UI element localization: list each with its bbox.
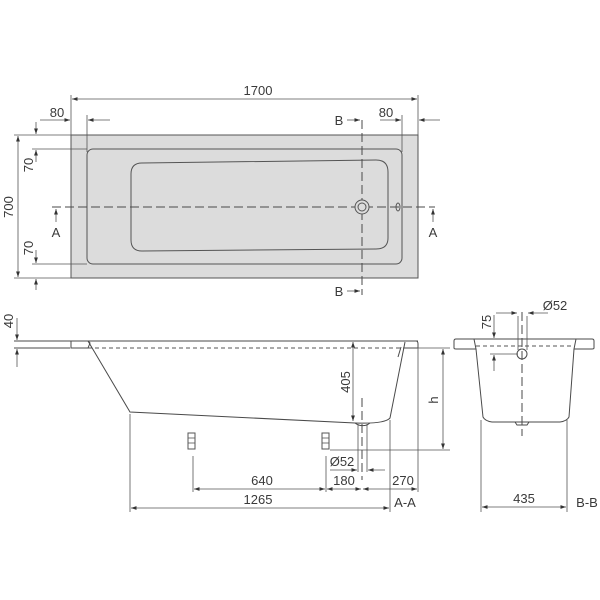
- foot-icon: [187, 432, 196, 450]
- section-b-marker-top: B: [335, 113, 344, 128]
- tub-basin: [130, 159, 389, 252]
- section-a-marker-right: A: [429, 225, 438, 240]
- top-view: 1700 80 80 700 70 70 A A B B: [1, 83, 440, 299]
- drain-icon: [354, 199, 370, 215]
- section-b-marker-bottom: B: [335, 284, 344, 299]
- waste-to-end-dimension: 270: [392, 473, 414, 488]
- section-a-view: 40 405 h Ø52 640 180 270 1265 A-: [1, 314, 450, 512]
- rim-right-dimension: 80: [379, 105, 393, 120]
- overflow-diameter-dimension: Ø52: [543, 298, 568, 313]
- section-a-label: A-A: [394, 495, 416, 510]
- section-b-label: B-B: [576, 495, 598, 510]
- section-b-view: Ø52 75 435 B-B: [453, 298, 598, 512]
- overflow-icon: [395, 202, 401, 212]
- length-dimension: 1700: [244, 83, 273, 98]
- width-dimension: 700: [1, 196, 16, 218]
- rim-top-dimension: 70: [21, 158, 36, 172]
- tub-cross-profile: [475, 348, 575, 423]
- base-length-dimension: 1265: [244, 492, 273, 507]
- rim-left-dimension: 80: [50, 105, 64, 120]
- foot-spacing-dimension: 640: [251, 473, 273, 488]
- waste-diameter-dimension: Ø52: [330, 454, 355, 469]
- rim-thickness-dimension: 40: [1, 314, 16, 328]
- depth-dimension: 405: [338, 371, 353, 393]
- base-width-dimension: 435: [513, 491, 535, 506]
- foot-to-waste-dimension: 180: [333, 473, 355, 488]
- rim-bottom-dimension: 70: [21, 241, 36, 255]
- tub-profile: [87, 340, 406, 424]
- height-dimension: h: [426, 396, 441, 403]
- overflow-offset-dimension: 75: [479, 315, 494, 329]
- foot-icon: [321, 432, 330, 450]
- section-a-marker-left: A: [52, 225, 61, 240]
